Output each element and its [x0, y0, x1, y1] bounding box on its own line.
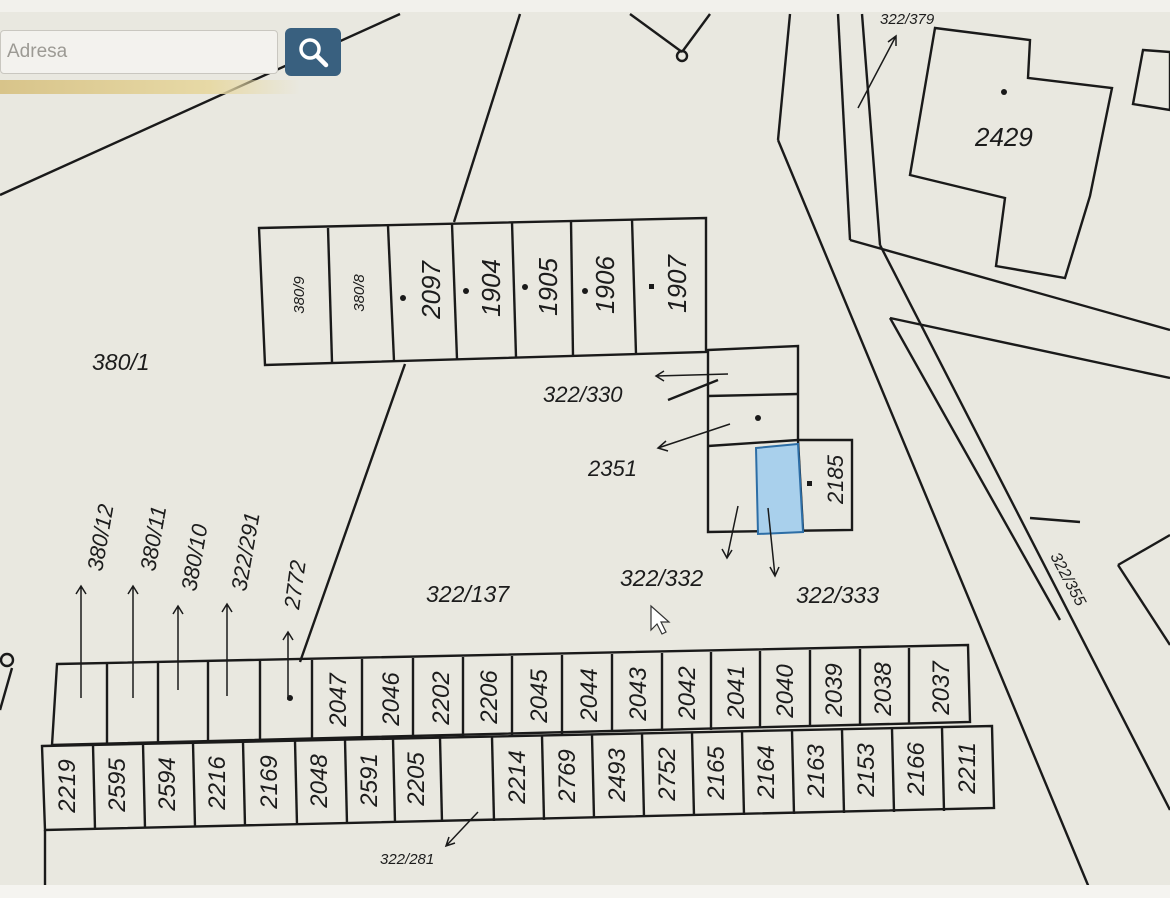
parcel-number-label: 2214: [504, 750, 531, 804]
screen-top-edge: [0, 0, 1170, 12]
parcel-number-label: 2752: [654, 747, 681, 801]
building-outline: [1131, 48, 1170, 112]
parcel-number-label: 2041: [723, 665, 750, 719]
parcel-number-label: 2595: [104, 758, 131, 813]
road-edge: [776, 139, 1092, 891]
magnifier-icon: [299, 38, 329, 68]
middle-row-block: [50, 643, 972, 747]
parcel-number-label: 2040: [772, 664, 799, 719]
arrow-icon: [282, 630, 294, 700]
road-edge: [776, 13, 792, 141]
parcel-number-label: 2594: [154, 757, 181, 811]
parcel-number-label: 2206: [476, 670, 503, 725]
boundary-line: [1116, 564, 1170, 646]
boundary-line: [0, 667, 14, 711]
parcel-number-label: 2044: [576, 668, 603, 722]
parcel-number-label: 2046: [378, 672, 405, 727]
parcel-number-label: 380/9: [291, 276, 308, 314]
boundary-line: [667, 378, 719, 402]
parcel-number-label: 2043: [625, 667, 652, 722]
parcel-label: 2429: [974, 122, 1033, 152]
bottom-row-block: [40, 724, 996, 832]
arrow-icon: [654, 370, 729, 382]
parcel-label: 322/379: [880, 11, 935, 28]
parcel-number-label: 2045: [526, 669, 553, 724]
parcel-number-label: 2202: [428, 671, 455, 725]
parcel-label: 2772: [279, 559, 311, 612]
boundary-line: [298, 363, 407, 663]
parcel-number-label: 2216: [204, 756, 231, 811]
parcel-number-label: 2591: [356, 753, 383, 807]
parcel-number-label: 2219: [54, 759, 81, 813]
parcel-number-label: 2037: [928, 660, 955, 716]
parcel-number-label: 2038: [870, 662, 897, 717]
parcel-number-label: 2165: [703, 746, 730, 801]
address-search-input[interactable]: [0, 30, 278, 74]
boundary-line: [1029, 516, 1081, 524]
road-edge: [888, 317, 1062, 621]
parcel-label: 2351: [587, 456, 637, 481]
arrow-icon: [221, 602, 233, 696]
parcel-number-label: 2097: [416, 260, 446, 320]
boundary-line: [452, 13, 522, 223]
parcel-number-label: 1907: [662, 254, 692, 313]
arrow-icon: [75, 584, 87, 698]
toolbar-shadow: [0, 80, 300, 94]
parcel-number-label: 1904: [476, 259, 506, 317]
parcel-label: 380/1: [92, 349, 150, 375]
parcel-number-label: 2042: [674, 666, 701, 720]
parcel-label: 322/291: [226, 510, 264, 593]
arrow-icon: [127, 584, 139, 698]
mouse-pointer-icon: [650, 604, 671, 635]
boundary-line: [629, 13, 683, 53]
arrow-icon: [767, 507, 780, 578]
arrow-icon: [656, 423, 731, 452]
survey-point: [675, 49, 689, 63]
parcel-number-label: 1906: [590, 256, 620, 314]
parcel-label: 380/12: [82, 502, 118, 573]
highlighted-parcel[interactable]: [754, 442, 805, 536]
road-edge: [878, 244, 1170, 811]
top-row-block: [257, 216, 708, 367]
arrow-icon: [721, 505, 739, 560]
parcel-number-label: 2048: [306, 754, 333, 809]
parcel-number-label: 380/8: [351, 274, 368, 312]
arrow-icon: [172, 604, 184, 690]
parcel-label: 380/11: [135, 504, 171, 573]
parcel-number-label: 2769: [554, 749, 581, 803]
road-edge: [849, 238, 1170, 332]
parcel-label: 322/137: [426, 581, 510, 607]
arrow-icon: [857, 34, 897, 109]
boundary-line: [1117, 533, 1170, 567]
boundary-line: [681, 13, 711, 53]
parcel-number-label: 2166: [903, 742, 930, 797]
parcel-label: 322/330: [543, 382, 623, 407]
parcel-number-label: 2211: [954, 742, 981, 795]
small-block: [706, 344, 854, 534]
survey-point: [0, 652, 15, 668]
parcel-label: 322/281: [380, 851, 434, 868]
search-button[interactable]: [285, 28, 341, 76]
parcel-number-label: 1905: [533, 258, 563, 316]
parcel-number-label: 2163: [803, 744, 830, 799]
building-2429: [908, 26, 1114, 280]
parcel-number-label: 2164: [753, 745, 780, 799]
arrow-icon: [444, 811, 479, 848]
parcel-number-label: 2153: [853, 743, 880, 798]
screen-bottom-edge: [0, 885, 1170, 898]
parcel-number-label: 2493: [604, 748, 631, 803]
parcel-number-label: 2169: [256, 755, 283, 809]
parcel-label: 2185: [823, 454, 848, 505]
parcel-label: 322/332: [620, 565, 703, 591]
road-edge: [836, 13, 852, 241]
road-edge: [860, 13, 882, 246]
parcel-label: 380/10: [176, 522, 212, 593]
parcel-label: 322/333: [796, 582, 879, 608]
road-edge: [889, 316, 1170, 380]
parcel-number-label: 2039: [821, 663, 848, 717]
parcel-number-label: 2047: [325, 672, 352, 728]
parcel-number-label: 2205: [403, 752, 430, 807]
